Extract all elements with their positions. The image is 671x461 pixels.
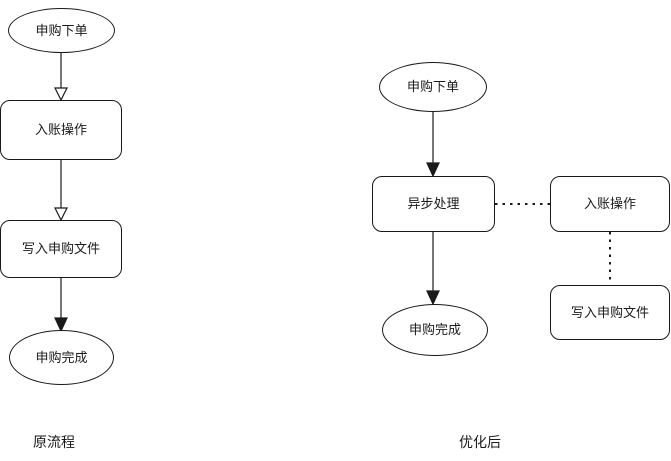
arrowhead-open-o1-o2 [54, 87, 68, 102]
node-label: 写入申购文件 [21, 241, 100, 257]
arrowhead-filled-n1-n2 [426, 162, 440, 178]
node-label: 申购完成 [35, 349, 88, 365]
node-optimized-order-placed[interactable]: 申购下单 [379, 62, 487, 112]
node-label: 申购完成 [408, 322, 461, 338]
node-label: 入账操作 [34, 122, 87, 138]
node-original-write-file[interactable]: 写入申购文件 [0, 220, 122, 278]
caption-original-flow: 原流程 [33, 434, 75, 450]
arrowhead-open-o2-o3 [54, 207, 68, 222]
caption-optimized-flow: 优化后 [459, 434, 501, 450]
node-optimized-account-entry[interactable]: 入账操作 [550, 176, 670, 232]
node-original-account-entry[interactable]: 入账操作 [0, 100, 122, 160]
node-label: 申购下单 [406, 79, 459, 95]
node-original-order-complete[interactable]: 申购完成 [9, 330, 114, 385]
node-label: 写入申购文件 [570, 304, 649, 320]
node-label: 异步处理 [407, 196, 460, 212]
node-label: 申购下单 [35, 22, 88, 38]
node-label: 入账操作 [583, 196, 636, 212]
arrowhead-filled-n2-n3 [426, 290, 440, 306]
node-optimized-write-file[interactable]: 写入申购文件 [550, 285, 670, 340]
node-optimized-async-process[interactable]: 异步处理 [372, 176, 495, 232]
node-optimized-order-complete[interactable]: 申购完成 [382, 304, 488, 356]
node-original-order-placed[interactable]: 申购下单 [8, 8, 115, 53]
